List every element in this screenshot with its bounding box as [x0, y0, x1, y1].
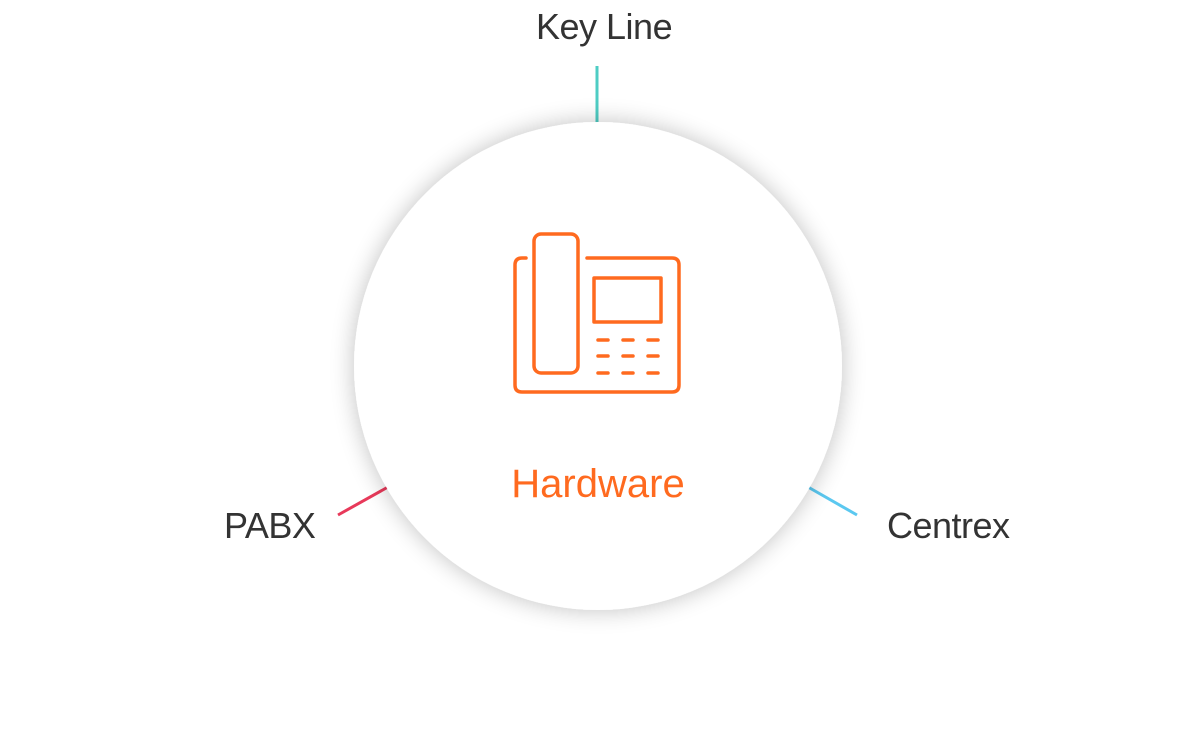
- center-label: Hardware: [511, 462, 685, 506]
- connector-pabx: [337, 485, 389, 517]
- label-centrex: Centrex: [887, 505, 1010, 546]
- hub-circle: [354, 122, 842, 610]
- label-key-line: Key Line: [536, 6, 673, 47]
- connector-centrex: [807, 485, 858, 517]
- label-pabx: PABX: [224, 505, 316, 546]
- desk-phone-icon: [513, 232, 681, 394]
